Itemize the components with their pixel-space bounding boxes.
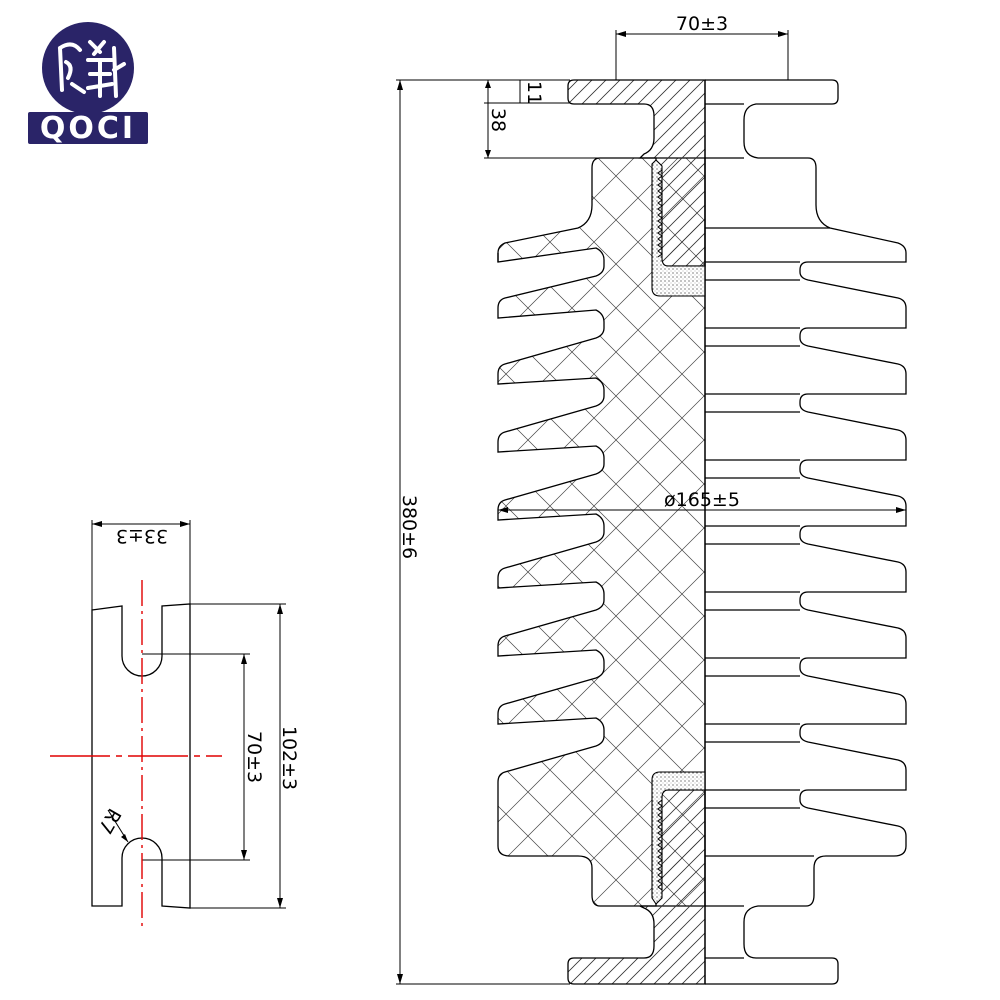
top-thread-teeth [657, 169, 663, 258]
slot-spacing-label: 70±3 [243, 731, 265, 783]
insulator-section-body [497, 157, 706, 907]
dimension-shed-diameter: ø165±5 [498, 489, 906, 513]
dimension-overall-length: 102±3 [190, 603, 300, 909]
radius-label: R7 [93, 805, 125, 838]
bottom-thread-teeth [657, 799, 663, 891]
top-width-label: 70±3 [676, 13, 728, 35]
detail-width-label: 33±3 [116, 525, 168, 547]
dimension-flange: 11 38 [484, 79, 640, 159]
logo-brand-text: QOCI [40, 111, 136, 146]
insulator-exterior-outline [705, 79, 907, 985]
dimension-detail-width: 33±3 [91, 520, 191, 610]
dimension-top-width: 70±3 [615, 13, 789, 80]
right-shed-inner-lines [705, 103, 830, 959]
flange-height-label: 38 [487, 108, 509, 132]
end-fitting-detail-view: 33±3 102±3 70±3 R7 [50, 520, 300, 930]
logo-seal-glyphs [58, 40, 126, 98]
logo-brand-bar [28, 112, 148, 144]
insulator-main-view: 70±3 380±6 11 38 [396, 13, 907, 985]
overall-length-label: 102±3 [278, 726, 300, 790]
qoci-logo: QOCI [28, 22, 148, 146]
flange-thickness-label: 11 [523, 81, 545, 105]
total-height-label: 380±6 [398, 495, 420, 559]
centerlines [50, 580, 222, 930]
radius-annotation: R7 [93, 805, 129, 843]
shed-diameter-label: ø165±5 [664, 489, 740, 511]
dimension-slot-spacing: 70±3 [142, 653, 265, 861]
